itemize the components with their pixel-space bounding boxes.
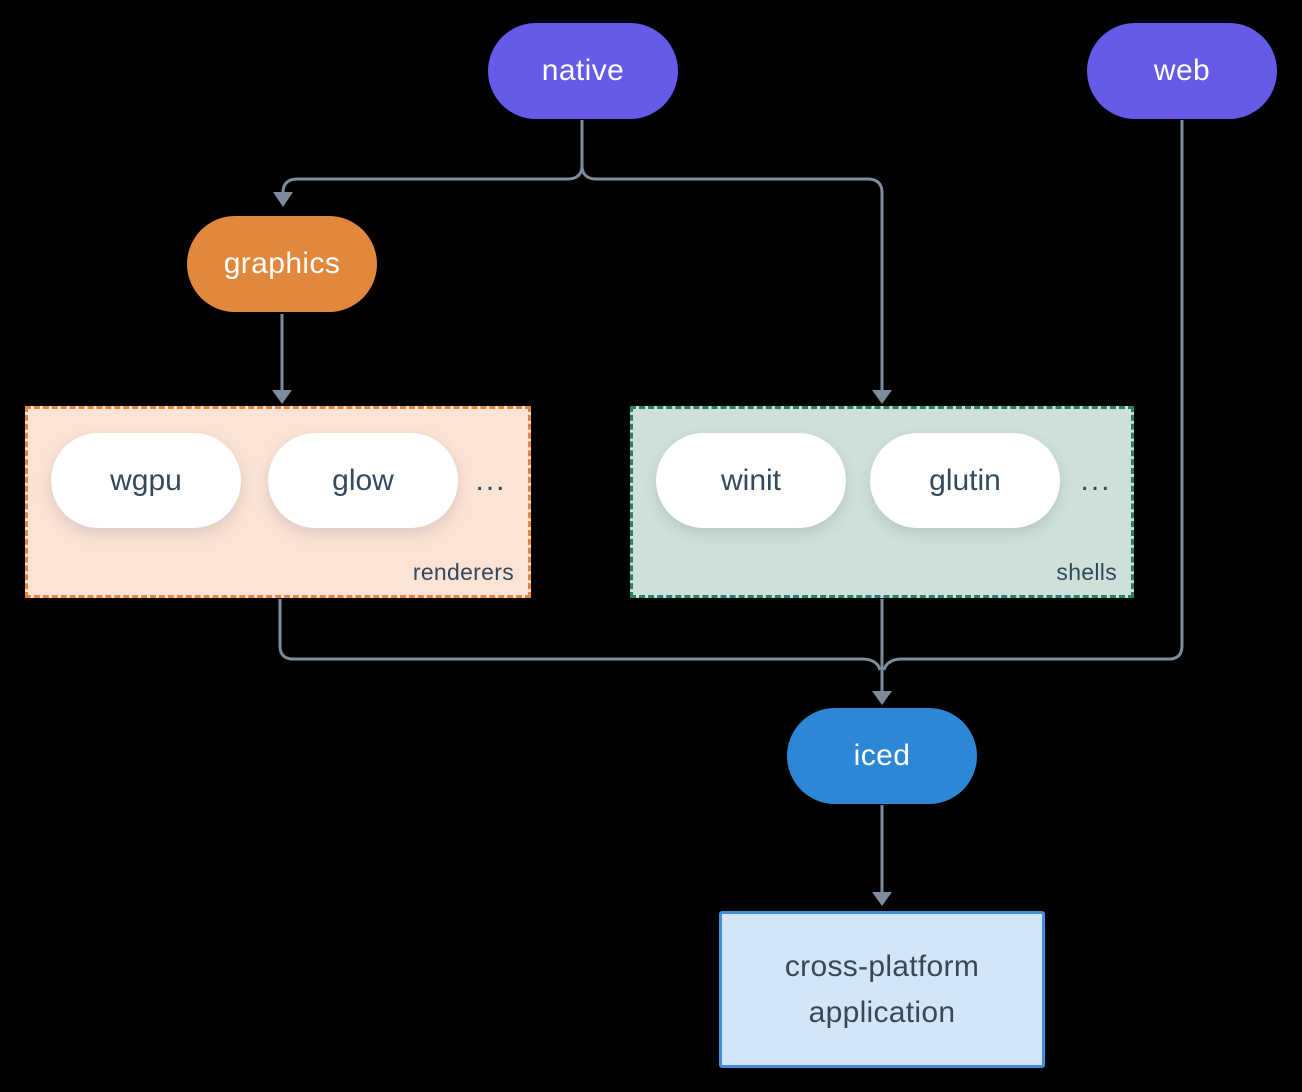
arrowhead-graphics [273, 192, 293, 207]
shells-ellipsis: ... [1080, 463, 1112, 497]
node-winit: winit [656, 433, 846, 528]
node-winit-label: winit [720, 463, 781, 497]
node-glutin: glutin [870, 433, 1060, 528]
node-native-label: native [541, 54, 625, 87]
node-glow: glow [268, 433, 458, 528]
group-shells-label: shells [1056, 559, 1117, 585]
node-graphics-label: graphics [223, 247, 341, 280]
arrowhead-shells [872, 390, 892, 404]
node-native: native [488, 23, 678, 119]
group-renderers: wgpu glow ... renderers [25, 406, 531, 598]
arrowhead-renderers [272, 390, 292, 404]
group-shells: winit glutin ... shells [630, 406, 1134, 598]
node-web-label: web [1153, 54, 1211, 87]
arrowhead-application [872, 892, 892, 906]
edge-web-to-iced [882, 120, 1184, 671]
node-wgpu-label: wgpu [110, 463, 182, 497]
application-label: cross-platform application [784, 949, 980, 1029]
node-cross-platform-application: cross-platform application [719, 911, 1045, 1068]
edge-native-to-shells [580, 165, 884, 390]
node-wgpu: wgpu [51, 433, 241, 528]
node-iced: iced [787, 708, 977, 804]
node-graphics: graphics [187, 216, 377, 312]
node-web: web [1087, 23, 1277, 119]
node-glow-label: glow [332, 463, 394, 497]
edge-native-to-graphics [281, 165, 584, 193]
node-iced-label: iced [853, 739, 911, 772]
renderers-ellipsis: ... [475, 463, 507, 497]
node-glutin-label: glutin [929, 463, 1001, 497]
group-renderers-label: renderers [412, 559, 514, 585]
arrowhead-iced [872, 691, 892, 705]
edge-renderers-to-iced [278, 599, 882, 671]
